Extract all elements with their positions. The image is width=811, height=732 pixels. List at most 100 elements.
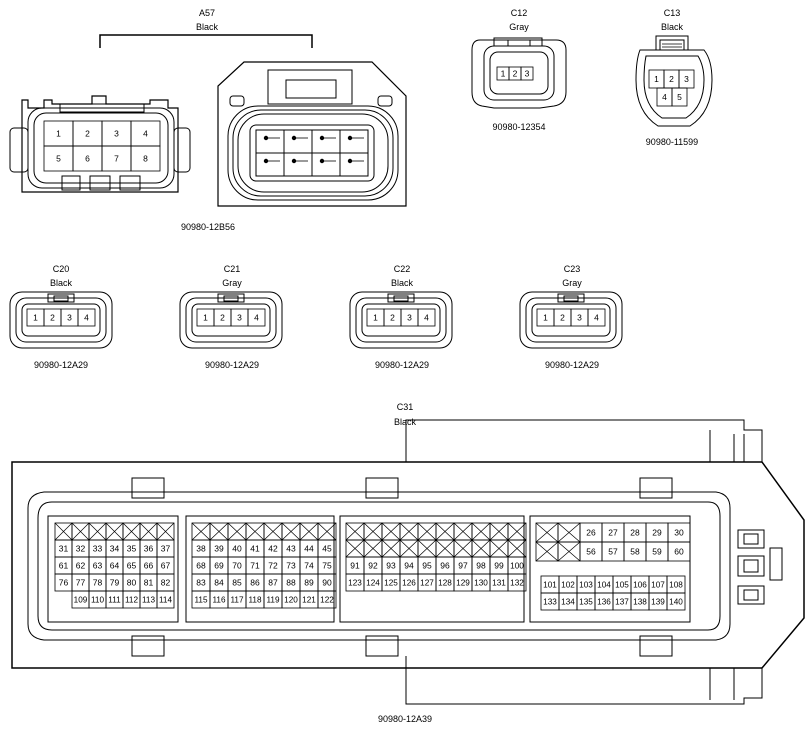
c31-pin-57: 57	[601, 541, 625, 562]
c31-pin-blank	[471, 539, 491, 558]
c31-pin-blank	[191, 522, 211, 541]
c13-pin-label: 4	[662, 92, 667, 102]
a57-pin-label: 6	[85, 154, 90, 164]
c21-color-label: Gray	[222, 278, 242, 288]
c31-pin-65: 65	[122, 556, 141, 575]
c31-pin-43: 43	[281, 539, 301, 558]
c31-pin-label: 107	[651, 581, 665, 590]
c31-pin-122: 122	[317, 590, 337, 609]
a57-pin-2: 2	[72, 120, 103, 147]
c31-pin-61: 61	[54, 556, 73, 575]
c31-pin-label: 67	[161, 561, 171, 571]
c20-color-label: Black	[49, 278, 73, 288]
c31-pin-label: 84	[214, 578, 224, 588]
c13-part-number: 90980-11599	[645, 137, 699, 147]
c23-part-number: 90980-12A29	[544, 360, 600, 370]
c21-pin-4: 4	[247, 308, 266, 327]
c31-pin-139: 139	[648, 592, 668, 611]
c31-pin-blank	[105, 522, 124, 541]
c31-pin-label: 89	[304, 578, 314, 588]
c31-pin-87: 87	[263, 573, 283, 592]
c31-pin-104: 104	[594, 575, 614, 594]
c31-pin-41: 41	[245, 539, 265, 558]
c31-pin-76: 76	[54, 573, 73, 592]
c20-pin-label: 3	[67, 313, 72, 323]
c31-pin-label: 127	[420, 579, 434, 588]
c31-pin-label: 72	[268, 561, 278, 571]
c31-pin-label: 31	[59, 544, 69, 554]
c31-pin-label: 139	[651, 598, 665, 607]
c31-pin-label: 103	[579, 581, 593, 590]
a57-part-number: 90980-12B56	[180, 222, 236, 232]
c23-pin-3: 3	[570, 308, 589, 327]
c21-pin-2: 2	[213, 308, 232, 327]
c31-pin-97: 97	[453, 556, 473, 575]
c31-pin-94: 94	[399, 556, 419, 575]
c31-pin-blank	[263, 522, 283, 541]
c21-pin-label: 4	[254, 313, 259, 323]
c31-pin-113: 113	[139, 590, 158, 609]
c31-pin-label: 108	[669, 581, 683, 590]
c31-pin-label: 43	[286, 544, 296, 554]
c31-pin-100: 100	[507, 556, 527, 575]
c31-pin-blank	[453, 522, 473, 541]
c31-pin-105: 105	[612, 575, 632, 594]
c31-pin-label: 45	[322, 544, 332, 554]
c31-pin-129: 129	[453, 573, 473, 592]
c31-pin-label: 90	[322, 578, 332, 588]
c31-pin-label: 126	[402, 579, 416, 588]
c31-pin-label: 129	[456, 579, 470, 588]
c31-pin-75: 75	[317, 556, 337, 575]
c31-pin-99: 99	[489, 556, 509, 575]
c31-pin-label: 112	[125, 596, 138, 605]
a57-pin-8: 8	[130, 145, 161, 172]
c31-pin-blank	[489, 522, 509, 541]
c31-id-label: C31	[396, 402, 414, 412]
c31-pin-blank	[507, 539, 527, 558]
c31-pin-label: 118	[248, 596, 261, 605]
c31-pin-79: 79	[105, 573, 124, 592]
c31-pin-59: 59	[645, 541, 669, 562]
c22-pin-label: 3	[407, 313, 412, 323]
c31-pin-74: 74	[299, 556, 319, 575]
c23-color-label: Gray	[562, 278, 582, 288]
c31-pin-136: 136	[594, 592, 614, 611]
c31-pin-blank	[399, 539, 419, 558]
c31-pin-label: 63	[93, 561, 103, 571]
c31-pin-blank	[507, 522, 527, 541]
c13-pin-label: 1	[654, 74, 659, 84]
c23-pin-2: 2	[553, 308, 572, 327]
c31-pin-label: 62	[76, 561, 86, 571]
c21-part-number: 90980-12A29	[204, 360, 260, 370]
a57-male-pin	[339, 129, 369, 154]
c31-pin-blank	[381, 522, 401, 541]
c31-pin-label: 104	[597, 581, 611, 590]
c31-pin-29: 29	[645, 522, 669, 543]
c31-pin-label: 74	[304, 561, 314, 571]
c12-pin-label: 1	[501, 69, 506, 79]
c31-pin-27: 27	[601, 522, 625, 543]
c31-pin-85: 85	[227, 573, 247, 592]
c31-pin-label: 101	[543, 581, 557, 590]
c31-pin-91: 91	[345, 556, 365, 575]
c31-pin-label: 97	[458, 561, 468, 571]
c31-pin-69: 69	[209, 556, 229, 575]
c20-pin-label: 4	[84, 313, 89, 323]
c31-pin-label: 94	[404, 561, 414, 571]
c31-pin-label: 132	[510, 579, 524, 588]
c31-pin-label: 75	[322, 561, 332, 571]
c20-pin-label: 2	[50, 313, 55, 323]
c31-pin-label: 38	[196, 544, 206, 554]
c31-pin-64: 64	[105, 556, 124, 575]
c31-pin-140: 140	[666, 592, 686, 611]
c31-pin-label: 27	[608, 528, 618, 538]
c31-pin-77: 77	[71, 573, 90, 592]
c31-pin-label: 40	[232, 544, 242, 554]
c31-pin-label: 57	[608, 547, 618, 557]
c31-pin-label: 83	[196, 578, 206, 588]
c31-pin-45: 45	[317, 539, 337, 558]
